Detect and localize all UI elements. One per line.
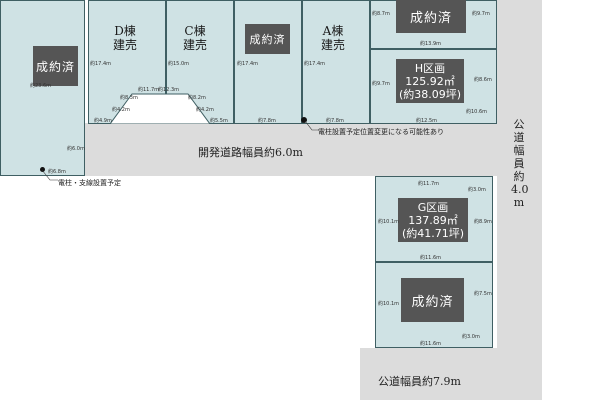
- dim-g-2: 約3.0m: [468, 187, 486, 193]
- dev-road-label: 開発道路幅員約6.0m: [198, 146, 303, 159]
- sold-badge-top-right: 成約済: [396, 0, 466, 33]
- dim-br-1: 約10.1m: [378, 301, 400, 307]
- dim-h-4: 約12.5m: [416, 118, 438, 124]
- dim-g-1: 約11.7m: [418, 181, 440, 187]
- dim-tr-2: 約9.7m: [472, 11, 490, 17]
- dim-c-2: 約12.3m: [158, 87, 180, 93]
- dim-c-3: 約8.2m: [188, 95, 206, 101]
- road-wedge: [110, 93, 210, 124]
- public-road-right-label: 公 道 幅 員 約 4.0 m: [511, 118, 529, 209]
- dim-g-3: 約10.1m: [378, 219, 400, 225]
- dim-br-2: 約7.5m: [474, 291, 492, 297]
- dim-left-2: 約6.0m: [67, 146, 85, 152]
- dim-g-4: 約8.9m: [474, 219, 492, 225]
- dim-left-1: 約23.6m: [30, 83, 52, 89]
- lot-b: [234, 0, 302, 124]
- lot-c: [166, 0, 234, 124]
- dim-d-2: 約8.3m: [120, 95, 138, 101]
- dim-d-4: 約4.9m: [94, 118, 112, 124]
- g-title: G区画: [417, 200, 449, 214]
- h-area-sqm: 125.92㎡: [405, 74, 455, 88]
- lot-a: [302, 0, 370, 124]
- lot-a-label: A棟建売: [320, 24, 345, 52]
- note-pole-change: 電柱設置予定位置変更になる可能性あり: [318, 128, 444, 136]
- public-road-bottom-label: 公道幅員約7.9m: [378, 375, 461, 388]
- g-area-tsubo: (約41.71坪): [401, 226, 465, 240]
- sold-badge-bottom-right: 成約済: [401, 278, 464, 322]
- dim-tr-1: 約8.7m: [372, 11, 390, 17]
- dim-a-1: 約17.4m: [304, 61, 326, 67]
- dim-d-3: 約11.7m: [138, 87, 160, 93]
- dim-c-1: 約15.0m: [168, 61, 190, 67]
- sold-badge-left: 成約済: [33, 46, 78, 86]
- pole-marker-left: [40, 167, 45, 172]
- dim-br-3: 約11.6m: [420, 341, 442, 347]
- info-box-g: G区画 137.89㎡ (約41.71坪): [398, 198, 468, 242]
- dim-c-5: 約5.5m: [210, 118, 228, 124]
- info-box-h: H区画 125.92㎡ (約38.09坪): [396, 59, 464, 103]
- public-road-bottom: [360, 348, 542, 400]
- pole-leader-left: [41, 169, 58, 181]
- dim-b-1: 約17.4m: [237, 61, 259, 67]
- public-road-right: [497, 0, 542, 400]
- pole-marker-right: [301, 117, 307, 123]
- dim-tr-3: 約13.9m: [420, 41, 442, 47]
- h-area-tsubo: (約38.09坪): [398, 87, 462, 101]
- lot-c-label: C棟建売: [182, 24, 207, 52]
- dim-a-2: 約7.8m: [326, 118, 344, 124]
- g-area-sqm: 137.89㎡: [408, 213, 458, 227]
- h-title: H区画: [414, 61, 446, 75]
- note-pole-plan: 電柱・支線設置予定: [58, 179, 121, 187]
- pole-leader-right: [304, 120, 319, 131]
- dim-br-4: 約3.0m: [462, 334, 480, 340]
- dim-b-2: 約7.8m: [258, 118, 276, 124]
- dim-h-1: 約9.7m: [372, 81, 390, 87]
- dim-g-5: 約11.6m: [420, 255, 442, 261]
- lot-left: [0, 0, 85, 176]
- dim-left-3: 約6.8m: [48, 169, 66, 175]
- dim-c-4: 約4.2m: [196, 107, 214, 113]
- dim-h-2: 約8.6m: [474, 77, 492, 83]
- dim-d-1: 約17.4m: [90, 61, 112, 67]
- lot-d-label: D棟建売: [112, 24, 137, 52]
- sold-badge-b: 成約済: [245, 24, 290, 54]
- dim-d-5: 約4.2m: [112, 107, 130, 113]
- dim-h-3: 約10.6m: [466, 109, 488, 115]
